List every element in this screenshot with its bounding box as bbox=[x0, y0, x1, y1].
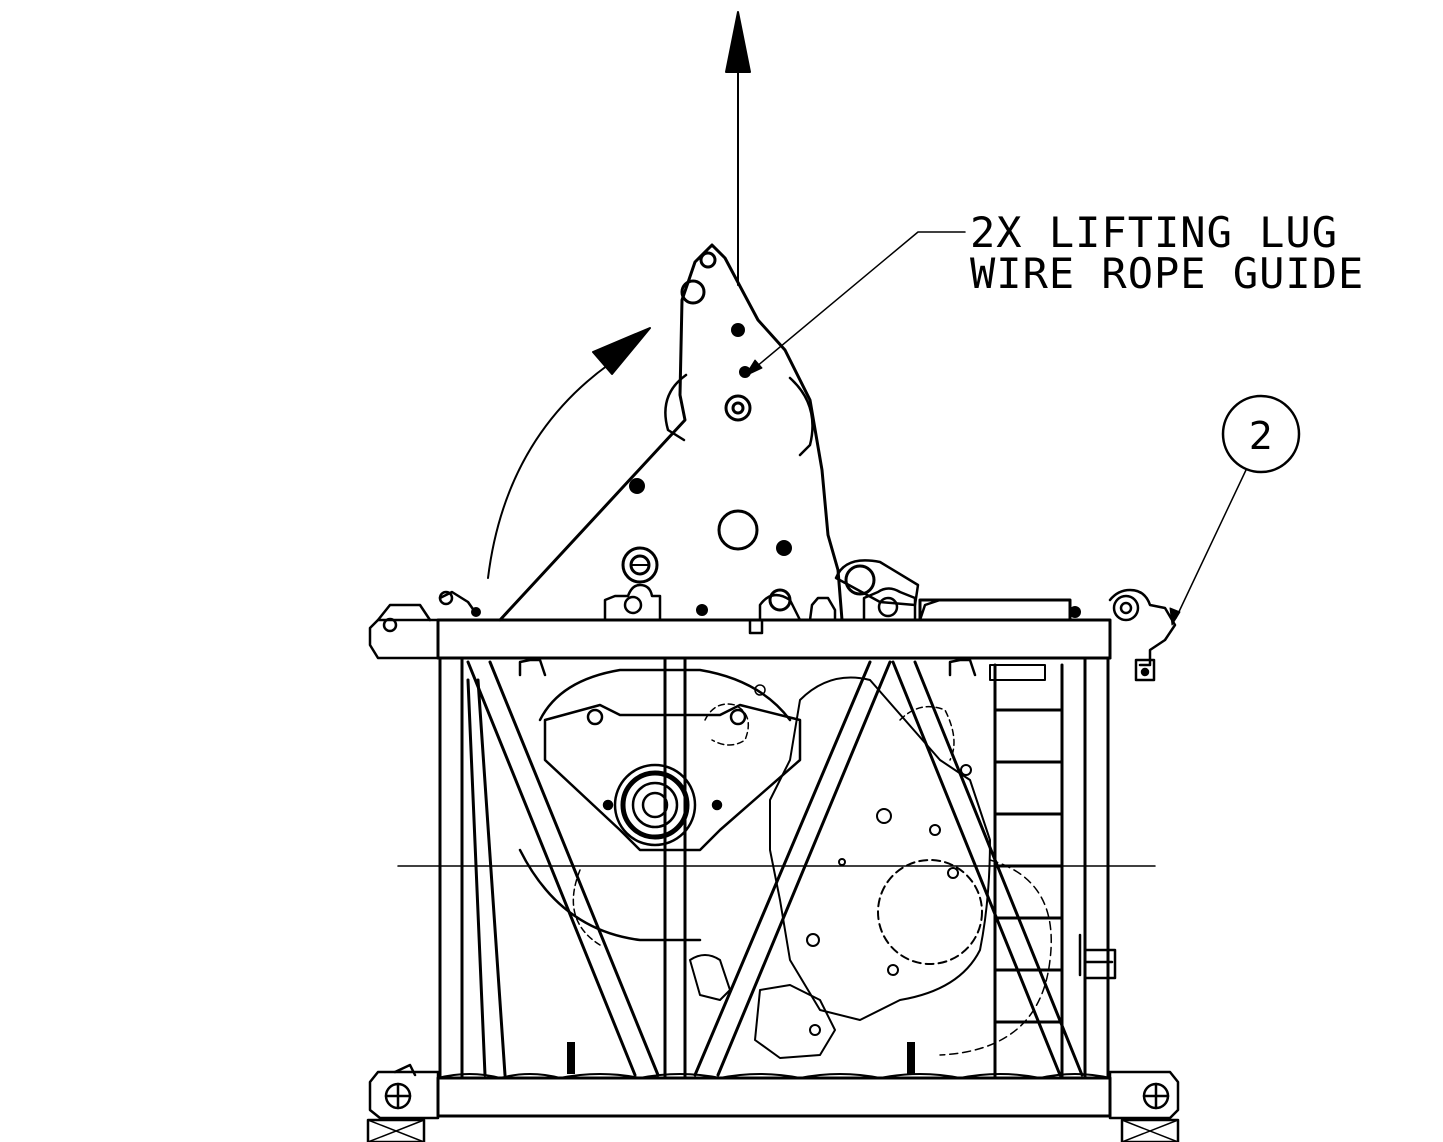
top-left-end-fitting bbox=[368, 603, 440, 660]
item-balloon bbox=[1221, 394, 1301, 474]
bottom-rail bbox=[436, 1073, 1112, 1118]
lifting-lug bbox=[498, 243, 920, 622]
top-brackets bbox=[438, 583, 917, 635]
top-right-end-fitting bbox=[1108, 588, 1177, 682]
lift-direction-arrow bbox=[725, 11, 751, 286]
lifting-lug-note-line-2: WIRE ROPE GUIDE bbox=[970, 249, 1365, 298]
balloon-leader bbox=[1169, 469, 1247, 626]
frame-posts bbox=[438, 656, 1110, 1080]
rail-brackets bbox=[518, 598, 977, 677]
bottom-left-end-fitting bbox=[366, 1063, 440, 1142]
lifting-lug-note-line-1: 2X LIFTING LUG bbox=[970, 208, 1339, 257]
diagonal-braces bbox=[466, 660, 1084, 1077]
lug-bolt-holes bbox=[471, 323, 1081, 618]
ladder bbox=[989, 664, 1064, 1024]
anchor-pins bbox=[567, 1042, 915, 1074]
bottom-right-end-fitting bbox=[1108, 1070, 1180, 1142]
rotation-arrow bbox=[487, 327, 651, 579]
note-leader bbox=[744, 231, 966, 377]
item-balloon-number: 2 bbox=[1248, 414, 1274, 458]
winch-drum bbox=[518, 668, 802, 942]
gearbox bbox=[572, 676, 1052, 1059]
side-clamp bbox=[1078, 933, 1117, 980]
